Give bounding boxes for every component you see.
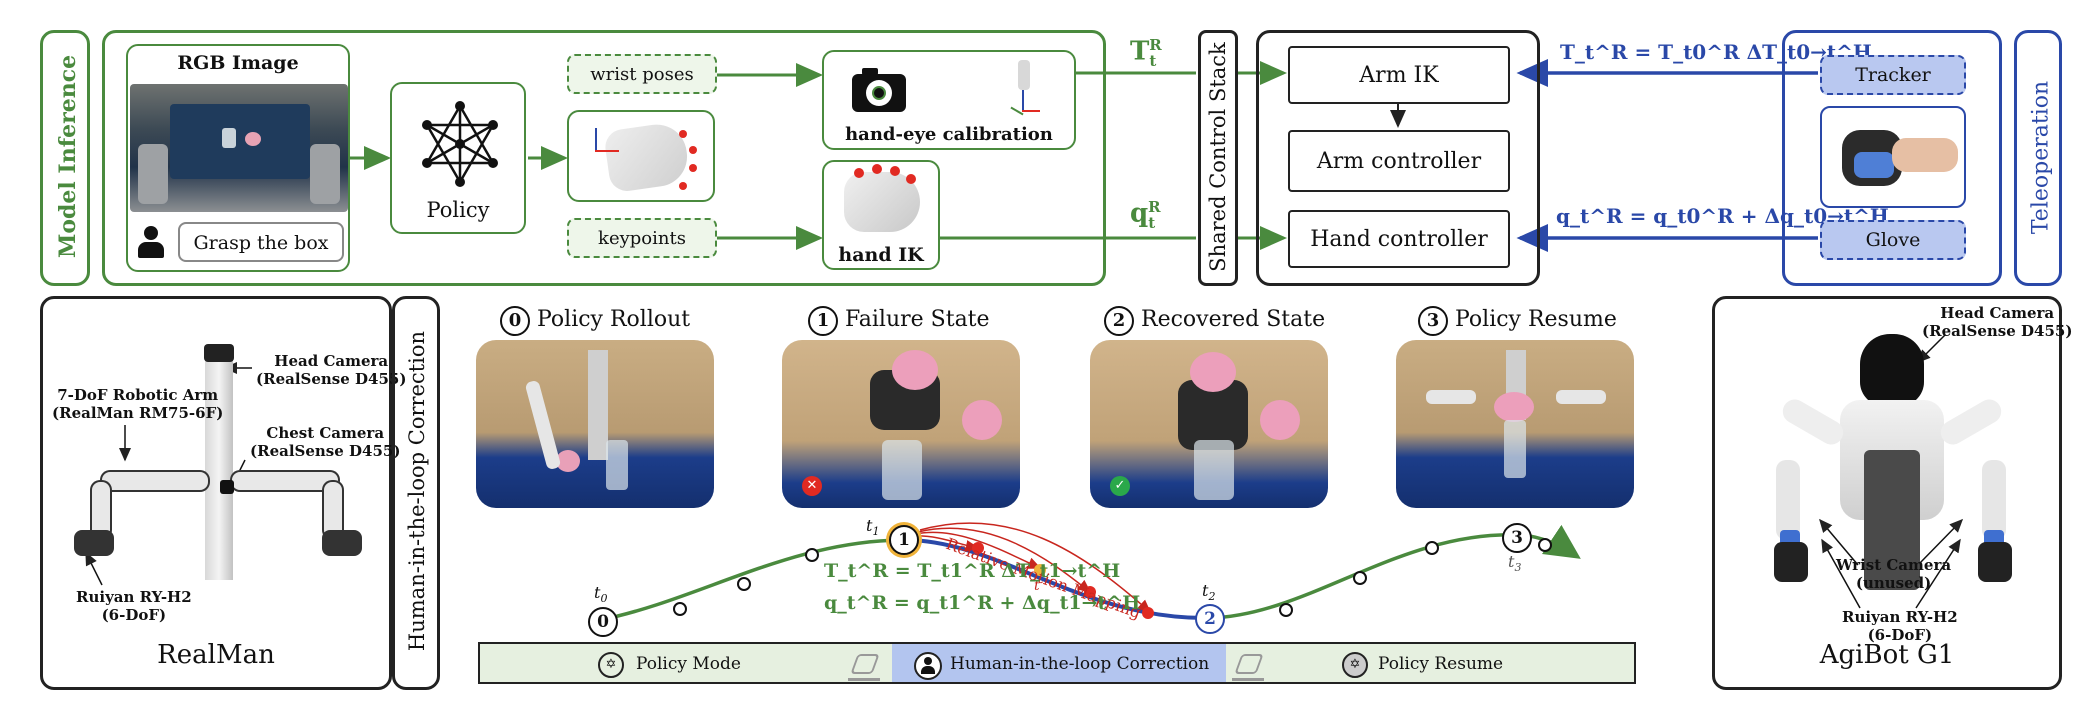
robot-arm-icon — [1010, 60, 1040, 116]
time-t0: t0 — [594, 583, 608, 606]
glove-box: Glove — [1820, 220, 1966, 260]
model-inference-label: Model Inference — [55, 54, 81, 258]
hand-controller-box: Hand controller — [1288, 210, 1510, 268]
model-inference-panel — [102, 30, 1106, 286]
policy-box: Policy — [390, 82, 526, 234]
hand-ik-label: hand IK — [838, 244, 924, 266]
agibot-panel — [1712, 296, 2062, 690]
stage-2-title: 2 Recovered State — [1104, 306, 1325, 336]
stage-1-photo: ✕ — [782, 340, 1020, 508]
hand-controller-label: Hand controller — [1310, 226, 1488, 252]
hand-eye-calibration-box: hand-eye calibration — [822, 50, 1076, 150]
tracker-box: Tracker — [1820, 55, 1966, 95]
keypoints-label: keypoints — [598, 227, 686, 249]
time-t-mid: t — [1034, 578, 1040, 594]
traj-node-1: 1 — [889, 525, 919, 555]
stage-1-title: 1 Failure State — [808, 306, 990, 336]
policy-label: Policy — [426, 198, 490, 222]
realman-arm-label: 7-DoF Robotic Arm(RealMan RM75-6F) — [52, 386, 224, 422]
human-mode-icon — [914, 652, 942, 680]
mode-hitl-segment: Human-in-the-loop Correction — [892, 642, 1226, 684]
tracker-label: Tracker — [1855, 64, 1931, 86]
hand-ik-box: hand IK — [822, 160, 940, 270]
stage-0-photo — [476, 340, 714, 508]
stage-0-title: 0 Policy Rollout — [500, 306, 690, 336]
instruction-text: Grasp the box — [193, 232, 329, 254]
teleop-devices-panel — [1782, 30, 2002, 286]
policy-mode-icon: ✡ — [598, 652, 624, 678]
pedal-icon — [848, 650, 880, 681]
realman-hand-label: Ruiyan RY-H2(6-DoF) — [76, 588, 192, 624]
time-t1: t1 — [866, 516, 880, 539]
failure-cross-icon: ✕ — [802, 476, 822, 496]
hitl-label-box: Human-in-the-loop Correction — [392, 296, 440, 690]
mode-resume-label: Policy Resume — [1378, 654, 1504, 674]
teleoperation-label-box: Teleoperation — [2014, 30, 2062, 286]
axis-frame-icon — [595, 128, 597, 152]
shared-control-stack-label: Shared Control Stack — [1206, 42, 1230, 272]
policy-network-icon — [422, 101, 498, 187]
hitl-q-equation: q_t^R = q_t1^R + Δq_t1→t^H — [824, 592, 1141, 614]
agibot-robot-image — [1760, 320, 2020, 610]
stage-3-photo — [1396, 340, 1634, 508]
hitl-side-label: Human-in-the-loop Correction — [405, 330, 429, 652]
agibot-wrist-camera-label: Wrist Camera(unused) — [1836, 556, 1952, 592]
pedal-icon-2 — [1232, 650, 1264, 681]
realman-chest-camera-label: Chest Camera(RealSense D455) — [250, 424, 401, 460]
robot-hand-ik-image — [844, 164, 920, 232]
q-robot-label: qtR — [1130, 198, 1161, 232]
mode-hitl-label: Human-in-the-loop Correction — [950, 654, 1210, 674]
rgb-image-photo — [130, 84, 348, 212]
realman-head-camera-label: Head Camera(RealSense D455) — [256, 352, 407, 388]
model-inference-label-box: Model Inference — [40, 30, 90, 286]
user-icon — [136, 224, 166, 262]
hand-eye-label: hand-eye calibration — [845, 124, 1053, 145]
shared-control-stack-box: Shared Control Stack — [1198, 30, 1238, 286]
realman-panel — [40, 296, 392, 690]
glove-photo-box — [1820, 106, 1966, 208]
instruction-box: Grasp the box — [178, 222, 344, 262]
rgb-image-box: RGB Image Grasp the box — [126, 44, 350, 272]
T-robot-label: TtR — [1130, 36, 1162, 70]
agibot-hand-label: Ruiyan RY-H2(6-DoF) — [1842, 608, 1958, 644]
time-t2: t2 — [1202, 581, 1216, 604]
arm-ik-box: Arm IK — [1288, 46, 1510, 104]
stage-3-title: 3 Policy Resume — [1418, 306, 1617, 336]
wrist-poses-box: wrist poses — [567, 54, 717, 94]
agibot-head-camera-label: Head Camera(RealSense D455) — [1922, 304, 2073, 340]
robot-hand-image — [603, 120, 691, 194]
stage-2-photo: ✓ — [1090, 340, 1328, 508]
arm-controller-label: Arm controller — [1316, 148, 1482, 174]
controller-panel — [1256, 30, 1540, 286]
traj-node-3: 3 — [1502, 523, 1532, 553]
realman-title: RealMan — [157, 640, 275, 670]
arm-controller-box: Arm controller — [1288, 130, 1510, 192]
traj-node-2: 2 — [1195, 604, 1225, 634]
wrist-poses-label: wrist poses — [590, 63, 694, 85]
mode-resume-segment: ✡ Policy Resume — [1226, 642, 1636, 684]
wrist-hand-box — [567, 110, 715, 202]
agibot-title: AgiBot G1 — [1819, 640, 1955, 670]
time-t3: t3 — [1508, 552, 1522, 575]
teleop-T-equation: T_t^R = T_t0^R ΔT_t0→t^H — [1560, 40, 1872, 64]
success-check-icon: ✓ — [1110, 476, 1130, 496]
mode-policy-label: Policy Mode — [636, 654, 741, 674]
rgb-image-label: RGB Image — [177, 52, 299, 74]
arm-ik-label: Arm IK — [1359, 62, 1439, 88]
keypoints-box: keypoints — [567, 218, 717, 258]
teleoperation-label: Teleoperation — [2028, 80, 2054, 235]
glove-label: Glove — [1865, 229, 1921, 251]
traj-node-0: 0 — [588, 607, 618, 637]
camera-icon — [852, 68, 906, 112]
realman-robot-image — [60, 330, 370, 580]
policy-resume-icon: ✡ — [1342, 652, 1368, 678]
hitl-T-equation: T_t^R = T_t1^R ΔT_t1→t^H — [824, 560, 1121, 582]
mode-policy-segment: ✡ Policy Mode — [478, 642, 892, 684]
